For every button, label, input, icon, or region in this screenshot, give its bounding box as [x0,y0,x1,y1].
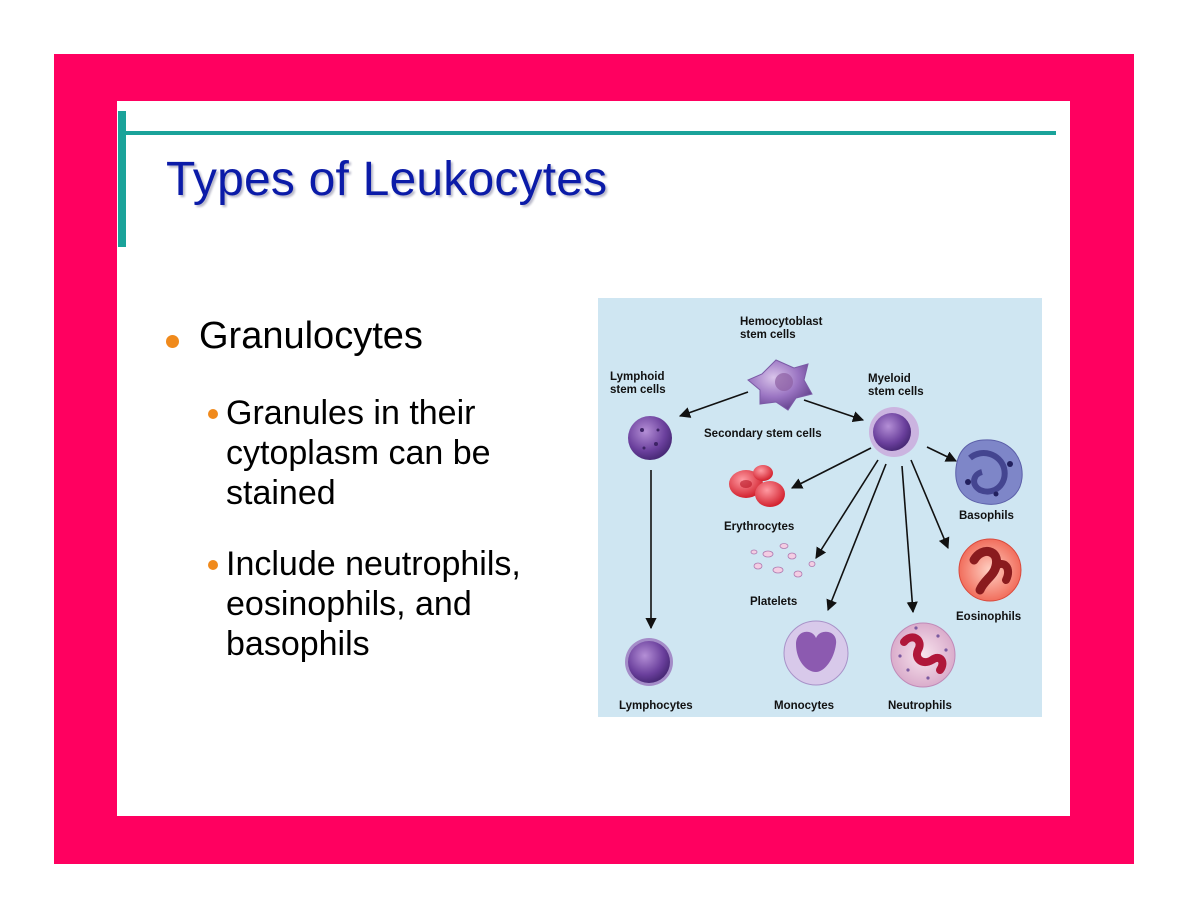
label-lymphoid-2: stem cells [610,384,666,396]
bullet-dot-icon [208,560,218,570]
sub-bullet-granules: Granules in their cytoplasm can be stain… [208,393,548,513]
label-secondary-stem-cells: Secondary stem cells [704,428,822,440]
arrow-to-neutrophils [901,465,918,614]
arrow-to-lymphoid [678,391,749,418]
leukocyte-lineage-diagram: Hemocytoblast stem cells Lymphoid stem c… [598,298,1042,717]
label-eosinophils: Eosinophils [956,611,1021,623]
label-lymphocytes: Lymphocytes [619,700,693,712]
eosinophil-cell-icon [958,538,1022,602]
label-monocytes: Monocytes [774,700,834,712]
bullet-granulocytes: Granulocytes [166,315,423,358]
label-myeloid-1: Myeloid [868,373,911,385]
arrow-to-erythrocytes [791,447,872,489]
erythrocytes-cell-icon [729,465,785,507]
neutrophil-cell-icon [890,622,956,688]
arrow-to-myeloid [803,399,865,423]
title-rule-horizontal [120,131,1056,135]
sub-bullet-include: Include neutrophils, eosinophils, and ba… [208,544,548,664]
basophil-cell-icon [955,439,1023,505]
bullet-dot-icon [208,409,218,419]
platelets-cell-icon [750,543,816,578]
monocyte-cell-icon [783,620,849,686]
label-lymphoid-1: Lymphoid [610,371,665,383]
slide-title: Types of Leukocytes [166,153,608,206]
bullet-text: Granulocytes [199,315,423,357]
label-erythrocytes: Erythrocytes [724,521,794,533]
label-platelets: Platelets [750,596,797,608]
lymphocyte-cell-icon [625,638,673,686]
sub-bullet-text: Granules in their cytoplasm can be stain… [226,394,491,512]
lineage-arrows [645,391,958,630]
arrow-to-platelets [815,459,879,559]
hemocytoblast-cell-icon [747,359,813,411]
myeloid-stem-cell-icon [869,407,919,457]
arrow-to-monocytes [826,463,887,612]
lymphoid-stem-cell-icon [628,416,672,460]
title-rule-vertical [118,111,126,247]
label-basophils: Basophils [959,510,1014,522]
label-myeloid-2: stem cells [868,386,924,398]
bullet-dot-icon [166,335,179,348]
label-neutrophils: Neutrophils [888,700,952,712]
label-hemocytoblast-1: Hemocytoblast [740,316,823,328]
label-hemocytoblast-2: stem cells [740,329,796,341]
sub-bullet-text: Include neutrophils, eosinophils, and ba… [226,545,521,663]
arrow-to-basophils [926,446,958,462]
arrow-to-eosinophils [910,459,950,550]
